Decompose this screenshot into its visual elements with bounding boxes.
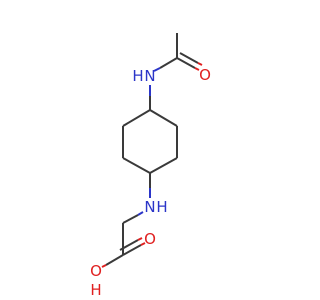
hydroxyl-h-label: H [90,281,101,299]
bond-carbonyl-oxygen-2o [197,62,203,66]
bond-carbonyl-nh [159,57,178,69]
bond-amine-ch2 [122,214,139,224]
bond-amine-ch2-n [137,211,144,216]
amine-nitrogen-h-label: H [156,198,167,216]
hydroxyl-oxygen-label: O [90,262,102,280]
bond-acid-carbonyl-2 [119,239,139,251]
amine-nitrogen-label: N [144,198,155,216]
bond-carbonyl-oxygen-1 [176,57,196,69]
bond-carbonyl-nh-n [153,67,161,72]
structure-canvas: N H O N H O O H [90,33,211,299]
bond-acid-carbonyl-1o [140,242,146,246]
ring-bond-3 [149,157,178,174]
bond-acid-carbonyl-2o [137,237,143,241]
amide-nitrogen-h-label: H [132,67,143,85]
bond-acid-carbonyl-1 [122,244,142,256]
ring-bond-6 [122,109,151,127]
bond-acid-hydroxyl [105,254,124,266]
bond-acid-hydroxyl-o [101,264,107,268]
acid-carbonyl-oxygen-label: O [144,230,156,248]
ring-bond-4 [122,157,151,174]
bond-carbonyl-oxygen-1o [194,67,200,71]
bond-carbonyl-oxygen-2 [179,52,199,64]
ring-bond-1 [149,109,178,127]
molecule-structure: N H O N H O O H [90,33,211,299]
carbonyl-oxygen-label: O [199,66,211,84]
amide-nitrogen-label: N [144,67,155,85]
